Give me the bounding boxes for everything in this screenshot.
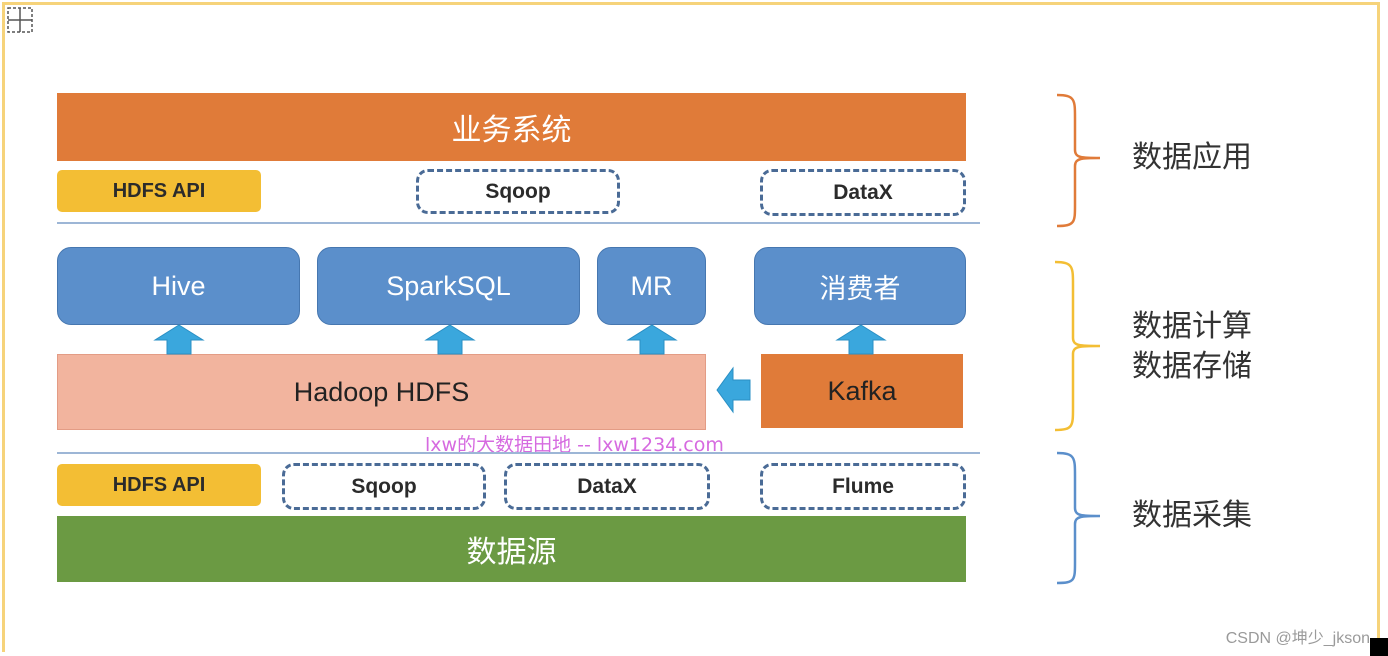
label-data-application: 数据应用 (1132, 140, 1252, 175)
bracket-collection-icon (1056, 451, 1101, 585)
sqoop-box-bottom: Sqoop (282, 463, 486, 510)
hdfs-api-box-bottom: HDFS API (57, 464, 261, 506)
corner-marker (1370, 638, 1388, 656)
up-arrow-mr-icon (626, 324, 678, 355)
kafka-box: Kafka (761, 354, 963, 428)
bracket-application-icon (1056, 93, 1101, 228)
divider-bottom (57, 452, 980, 454)
flume-box: Flume (760, 463, 966, 510)
hive-box: Hive (57, 247, 300, 325)
divider-top (57, 222, 980, 224)
left-arrow-kafka-icon (716, 366, 751, 414)
up-arrow-hive-icon (153, 324, 205, 355)
up-arrow-consumer-icon (835, 324, 887, 355)
datax-box-bottom: DataX (504, 463, 710, 510)
hadoop-hdfs-bar: Hadoop HDFS (57, 354, 706, 430)
mr-box: MR (597, 247, 706, 325)
label-data-collection: 数据采集 (1132, 498, 1252, 533)
hdfs-api-box-top: HDFS API (57, 170, 261, 212)
sqoop-box-top: Sqoop (416, 169, 620, 214)
move-handle-icon[interactable] (6, 6, 34, 34)
up-arrow-sparksql-icon (424, 324, 476, 355)
business-system-bar: 业务系统 (57, 93, 966, 161)
watermark-text: lxw的大数据田地 -- lxw1234.com (425, 434, 724, 456)
consumer-box: 消费者 (754, 247, 966, 325)
csdn-credit: CSDN @坤少_jkson (1225, 630, 1370, 647)
bracket-compute-icon (1054, 260, 1101, 432)
datax-box-top: DataX (760, 169, 966, 216)
label-data-compute: 数据计算 (1132, 309, 1252, 344)
data-source-bar: 数据源 (57, 516, 966, 582)
sparksql-box: SparkSQL (317, 247, 580, 325)
label-data-storage: 数据存储 (1132, 349, 1252, 384)
